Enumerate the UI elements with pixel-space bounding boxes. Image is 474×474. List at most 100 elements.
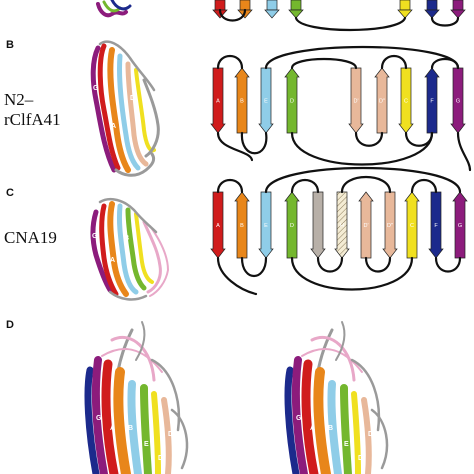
- stereo-right-label-5: D: [368, 431, 373, 438]
- panel-b-loop-outer-bottom: [290, 131, 434, 166]
- panel-d-letter: D: [6, 319, 14, 331]
- panel-b-4-label: D': [353, 99, 358, 105]
- panel-a-arrowhead-5: [424, 9, 440, 19]
- stereo-right-ribbon-2: [292, 356, 308, 474]
- panel-b-letter: B: [6, 39, 14, 51]
- panel-a-loop-3: [430, 16, 460, 27]
- panel-b-protein-name-line2: rClfA41: [4, 110, 61, 129]
- stereo-right-ribbon-10: [301, 348, 363, 373]
- panel-b-3-label: D: [290, 99, 294, 105]
- stereo-left-ribbon-2: [92, 356, 108, 474]
- panel-a-arrowhead-3: [288, 9, 304, 19]
- panel-c-4-label: H: [340, 223, 344, 229]
- panel-c-loop-d-gray: [290, 178, 320, 194]
- panel-a-loop-1: [218, 8, 247, 22]
- stereo-left-ribbon-5: [127, 380, 142, 474]
- panel-c-4-strand: [334, 191, 350, 259]
- panel-c-loop-ab: [216, 178, 244, 194]
- panel-c-loop-fg: [434, 256, 462, 273]
- stereo-left-ribbon-7: [151, 391, 161, 474]
- panel-a-ribbon: [96, 0, 132, 18]
- panel-b-loop-cf: [404, 131, 434, 147]
- stereo-left-label-5: D: [168, 431, 173, 438]
- panel-c-5-label: D': [363, 223, 368, 229]
- panel-c-8-strand: [428, 191, 444, 259]
- panel-b-ribbon-label-a: A: [111, 123, 116, 130]
- panel-b-6-strand: [398, 67, 414, 134]
- panel-a-remnant: [96, 0, 466, 32]
- panel-c-3-label: D: [290, 223, 294, 229]
- stereo-left-label-2: B: [128, 425, 133, 432]
- panel-b-ribbon-structure: G A D: [90, 40, 160, 177]
- panel-c-8-label: F: [434, 223, 438, 229]
- panel-a-arrowhead-4: [397, 9, 413, 19]
- panel-c-loop-gray-h: [316, 256, 344, 273]
- stereo-right-label-0: G: [296, 415, 302, 422]
- panel-c-letter: C: [6, 187, 14, 199]
- panel-c-loop-outer-top: [264, 166, 462, 194]
- panel-a-topology: [212, 0, 466, 32]
- panel-c-ribbon-label-a: A: [110, 257, 115, 264]
- panel-b-loop-dpdpp: [354, 131, 384, 147]
- stereo-left-ribbon-10: [101, 348, 163, 373]
- stereo-left-label-0: G: [96, 415, 102, 422]
- stereo-right-ribbon-1: [284, 366, 300, 474]
- stereo-right-label-1: A: [310, 425, 315, 432]
- panel-b-2-strand: [258, 67, 274, 134]
- panel-a-strand-4: [399, 0, 411, 11]
- stereo-right-label-3: E: [344, 441, 349, 448]
- stereo-right-label-2: B: [328, 425, 333, 432]
- stereo-right-ribbon-13: [335, 321, 346, 361]
- stereo-right-ribbon-8: [361, 397, 372, 474]
- stereo-right-ribbon-3: [301, 359, 319, 474]
- panel-c-0-strand: [210, 191, 226, 259]
- panel-b-protein-name-line1: N2–: [4, 90, 34, 109]
- panel-a-strand-5: [426, 0, 438, 11]
- stereo-left-ribbon-3: [101, 359, 119, 474]
- panel-b-nterm: [216, 131, 254, 162]
- panel-b-loop-dd: [290, 57, 358, 70]
- panel-a-arrowhead-6: [450, 9, 466, 19]
- stereo-left-ribbon-13: [135, 321, 146, 361]
- panel-c-ribbon-structure: G A B: [90, 198, 170, 301]
- panel-a-strand-1: [239, 0, 251, 11]
- panel-b-6-label: C: [404, 99, 408, 105]
- panel-b-cterm: [456, 131, 472, 172]
- panel-c-5-strand: [358, 191, 374, 259]
- panel-b-5-strand: [374, 67, 390, 134]
- stereo-right-ribbon-5: [327, 380, 342, 474]
- panel-c-2-label: E: [264, 223, 268, 229]
- panel-a-strand-2: [266, 0, 278, 11]
- panel-a-strand-3: [290, 0, 302, 11]
- stereo-right-ribbon-9: [310, 336, 356, 382]
- panel-b-ribbon-label-g: G: [93, 85, 99, 92]
- panel-c-ribbon-label-g: G: [92, 233, 98, 240]
- stereo-left-ribbon-4: [113, 367, 131, 474]
- panel-c-1-label: B: [240, 223, 244, 229]
- panel-b-3-strand: [284, 67, 300, 134]
- stereo-right-ribbon-11: [350, 358, 381, 432]
- panel-c-loop-dpdpp: [364, 256, 392, 273]
- panel-c-7-strand: [404, 191, 420, 259]
- panel-b-ribbon-label-d: D: [130, 95, 135, 102]
- panel-b-8-strand: [450, 67, 466, 134]
- panel-c-9-label: G: [458, 223, 462, 229]
- panel-b-loop-fg: [430, 57, 460, 70]
- panel-b-loop-dc: [380, 54, 408, 70]
- stereo-left-label-1: A: [110, 425, 115, 432]
- panel-c-nterm: [216, 256, 258, 296]
- panel-b-7-label: F: [430, 99, 434, 105]
- stereo-left-ribbon-12: [170, 408, 189, 470]
- panel-a-strand-0: [214, 0, 226, 11]
- stereo-left-label-4: D: [158, 455, 163, 462]
- stereo-right-ribbon-4: [313, 367, 331, 474]
- stereo-left-ribbon-6: [140, 384, 152, 474]
- panel-c-9-strand: [452, 191, 468, 259]
- panel-c-2-strand: [258, 191, 274, 259]
- panel-c-7-label: C: [410, 223, 414, 229]
- stereo-right-ribbon-6: [340, 384, 352, 474]
- stereo-left-ribbon-8: [161, 397, 172, 474]
- panel-c-loop-h-dpp: [340, 175, 392, 194]
- panel-c-ribbon-label-b: B: [124, 235, 129, 242]
